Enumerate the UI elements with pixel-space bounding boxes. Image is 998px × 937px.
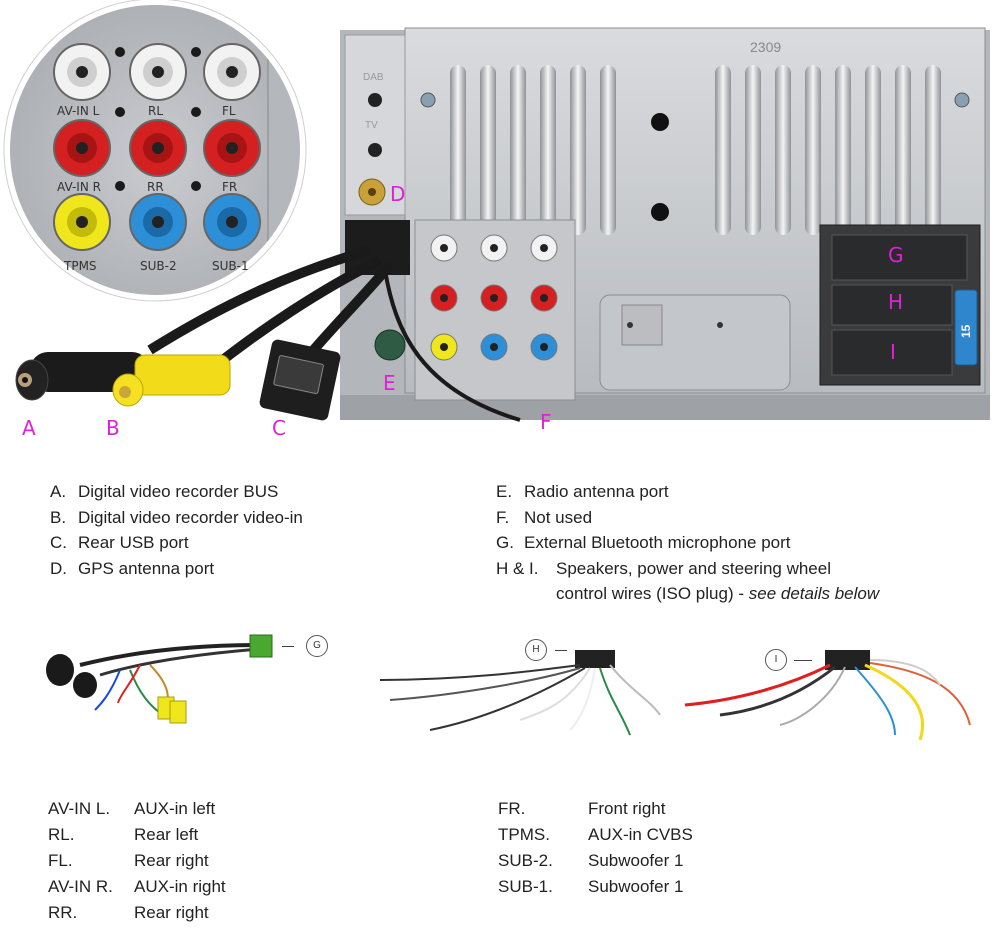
callout-e: E — [383, 371, 396, 395]
callout-c: C — [272, 416, 286, 440]
abbr-item: SUB-2.Subwoofer 1 — [498, 851, 684, 870]
device-illustration: 2309 DAB TV 15 — [3, 0, 990, 422]
vent-slots — [450, 65, 941, 235]
zoom-label-tpms: TPMS — [64, 259, 97, 273]
legend-left: A.Digital video recorder BUS B.Digital v… — [50, 479, 303, 581]
callout-i: I — [890, 340, 896, 364]
cable-g-leader — [282, 646, 294, 647]
abbreviations-left: AV-IN L.AUX-in left RL.Rear left FL.Rear… — [48, 796, 226, 926]
zoom-label-sub-2: SUB-2 — [140, 259, 177, 273]
abbr-item: FL.Rear right — [48, 851, 209, 870]
legend-item: A.Digital video recorder BUS — [50, 482, 279, 501]
radio-antenna-port — [374, 329, 406, 361]
abbr-item: TPMS.AUX-in CVBS — [498, 825, 693, 844]
legend-item: G.External Bluetooth microphone port — [496, 533, 791, 552]
cable-g-label: G — [306, 635, 328, 657]
callout-g: G — [888, 243, 904, 267]
abbreviations-right: FR.Front right TPMS.AUX-in CVBS SUB-2.Su… — [498, 796, 693, 900]
abbr-item: AV-IN L.AUX-in left — [48, 799, 216, 818]
legend-item: F.Not used — [496, 507, 593, 527]
usb-connector — [259, 339, 341, 421]
legend-right: E.Radio antenna port F.Not used G.Extern… — [496, 479, 879, 607]
abbr-item: RR.Rear right — [48, 903, 209, 922]
callout-d: D — [390, 182, 406, 206]
callout-b: B — [106, 416, 120, 440]
rca-panel — [414, 219, 576, 401]
zoom-label-av-in-l: AV-IN L — [57, 104, 100, 118]
cable-i-leader — [794, 660, 812, 661]
model-stamp: 2309 — [750, 39, 781, 55]
callout-h: H — [888, 290, 904, 314]
cable-h-label: H — [525, 639, 547, 661]
legend-item-continued: control wires (ISO plug) - see details b… — [556, 584, 880, 603]
cable-i-label: I — [765, 649, 787, 671]
legend-item: H & I.Speakers, power and steering wheel — [496, 558, 831, 578]
zoom-label-fl: FL — [222, 104, 236, 118]
svg-text:TV: TV — [365, 120, 378, 131]
svg-text:DAB: DAB — [363, 72, 384, 83]
iso-connector: 15 — [819, 224, 981, 386]
legend-item: B.Digital video recorder video-in — [50, 507, 303, 527]
dvr-video-in-connector — [112, 354, 231, 407]
abbr-item: SUB-1.Subwoofer 1 — [498, 877, 684, 896]
zoom-label-fr: FR — [222, 180, 238, 194]
cable-g-illustration — [46, 634, 273, 724]
cable-i-illustration — [684, 650, 971, 741]
legend-item: D.GPS antenna port — [50, 558, 215, 578]
callout-a: A — [22, 416, 36, 440]
zoom-label-sub-1: SUB-1 — [212, 259, 249, 273]
zoom-label-rr: RR — [147, 180, 164, 194]
zoom-label-av-in-r: AV-IN R — [57, 180, 101, 194]
zoom-inset — [3, 0, 307, 302]
cable-h-illustration — [379, 650, 661, 736]
callout-f: F — [540, 410, 552, 434]
abbr-item: AV-IN R.AUX-in right — [48, 877, 226, 896]
abbr-item: FR.Front right — [498, 799, 666, 818]
fuse-value: 15 — [959, 324, 973, 338]
zoom-label-rl: RL — [148, 104, 164, 118]
legend-item: E.Radio antenna port — [496, 482, 669, 501]
legend-item: C.Rear USB port — [50, 533, 189, 552]
cable-h-leader — [555, 650, 567, 651]
abbr-item: RL.Rear left — [48, 825, 199, 844]
